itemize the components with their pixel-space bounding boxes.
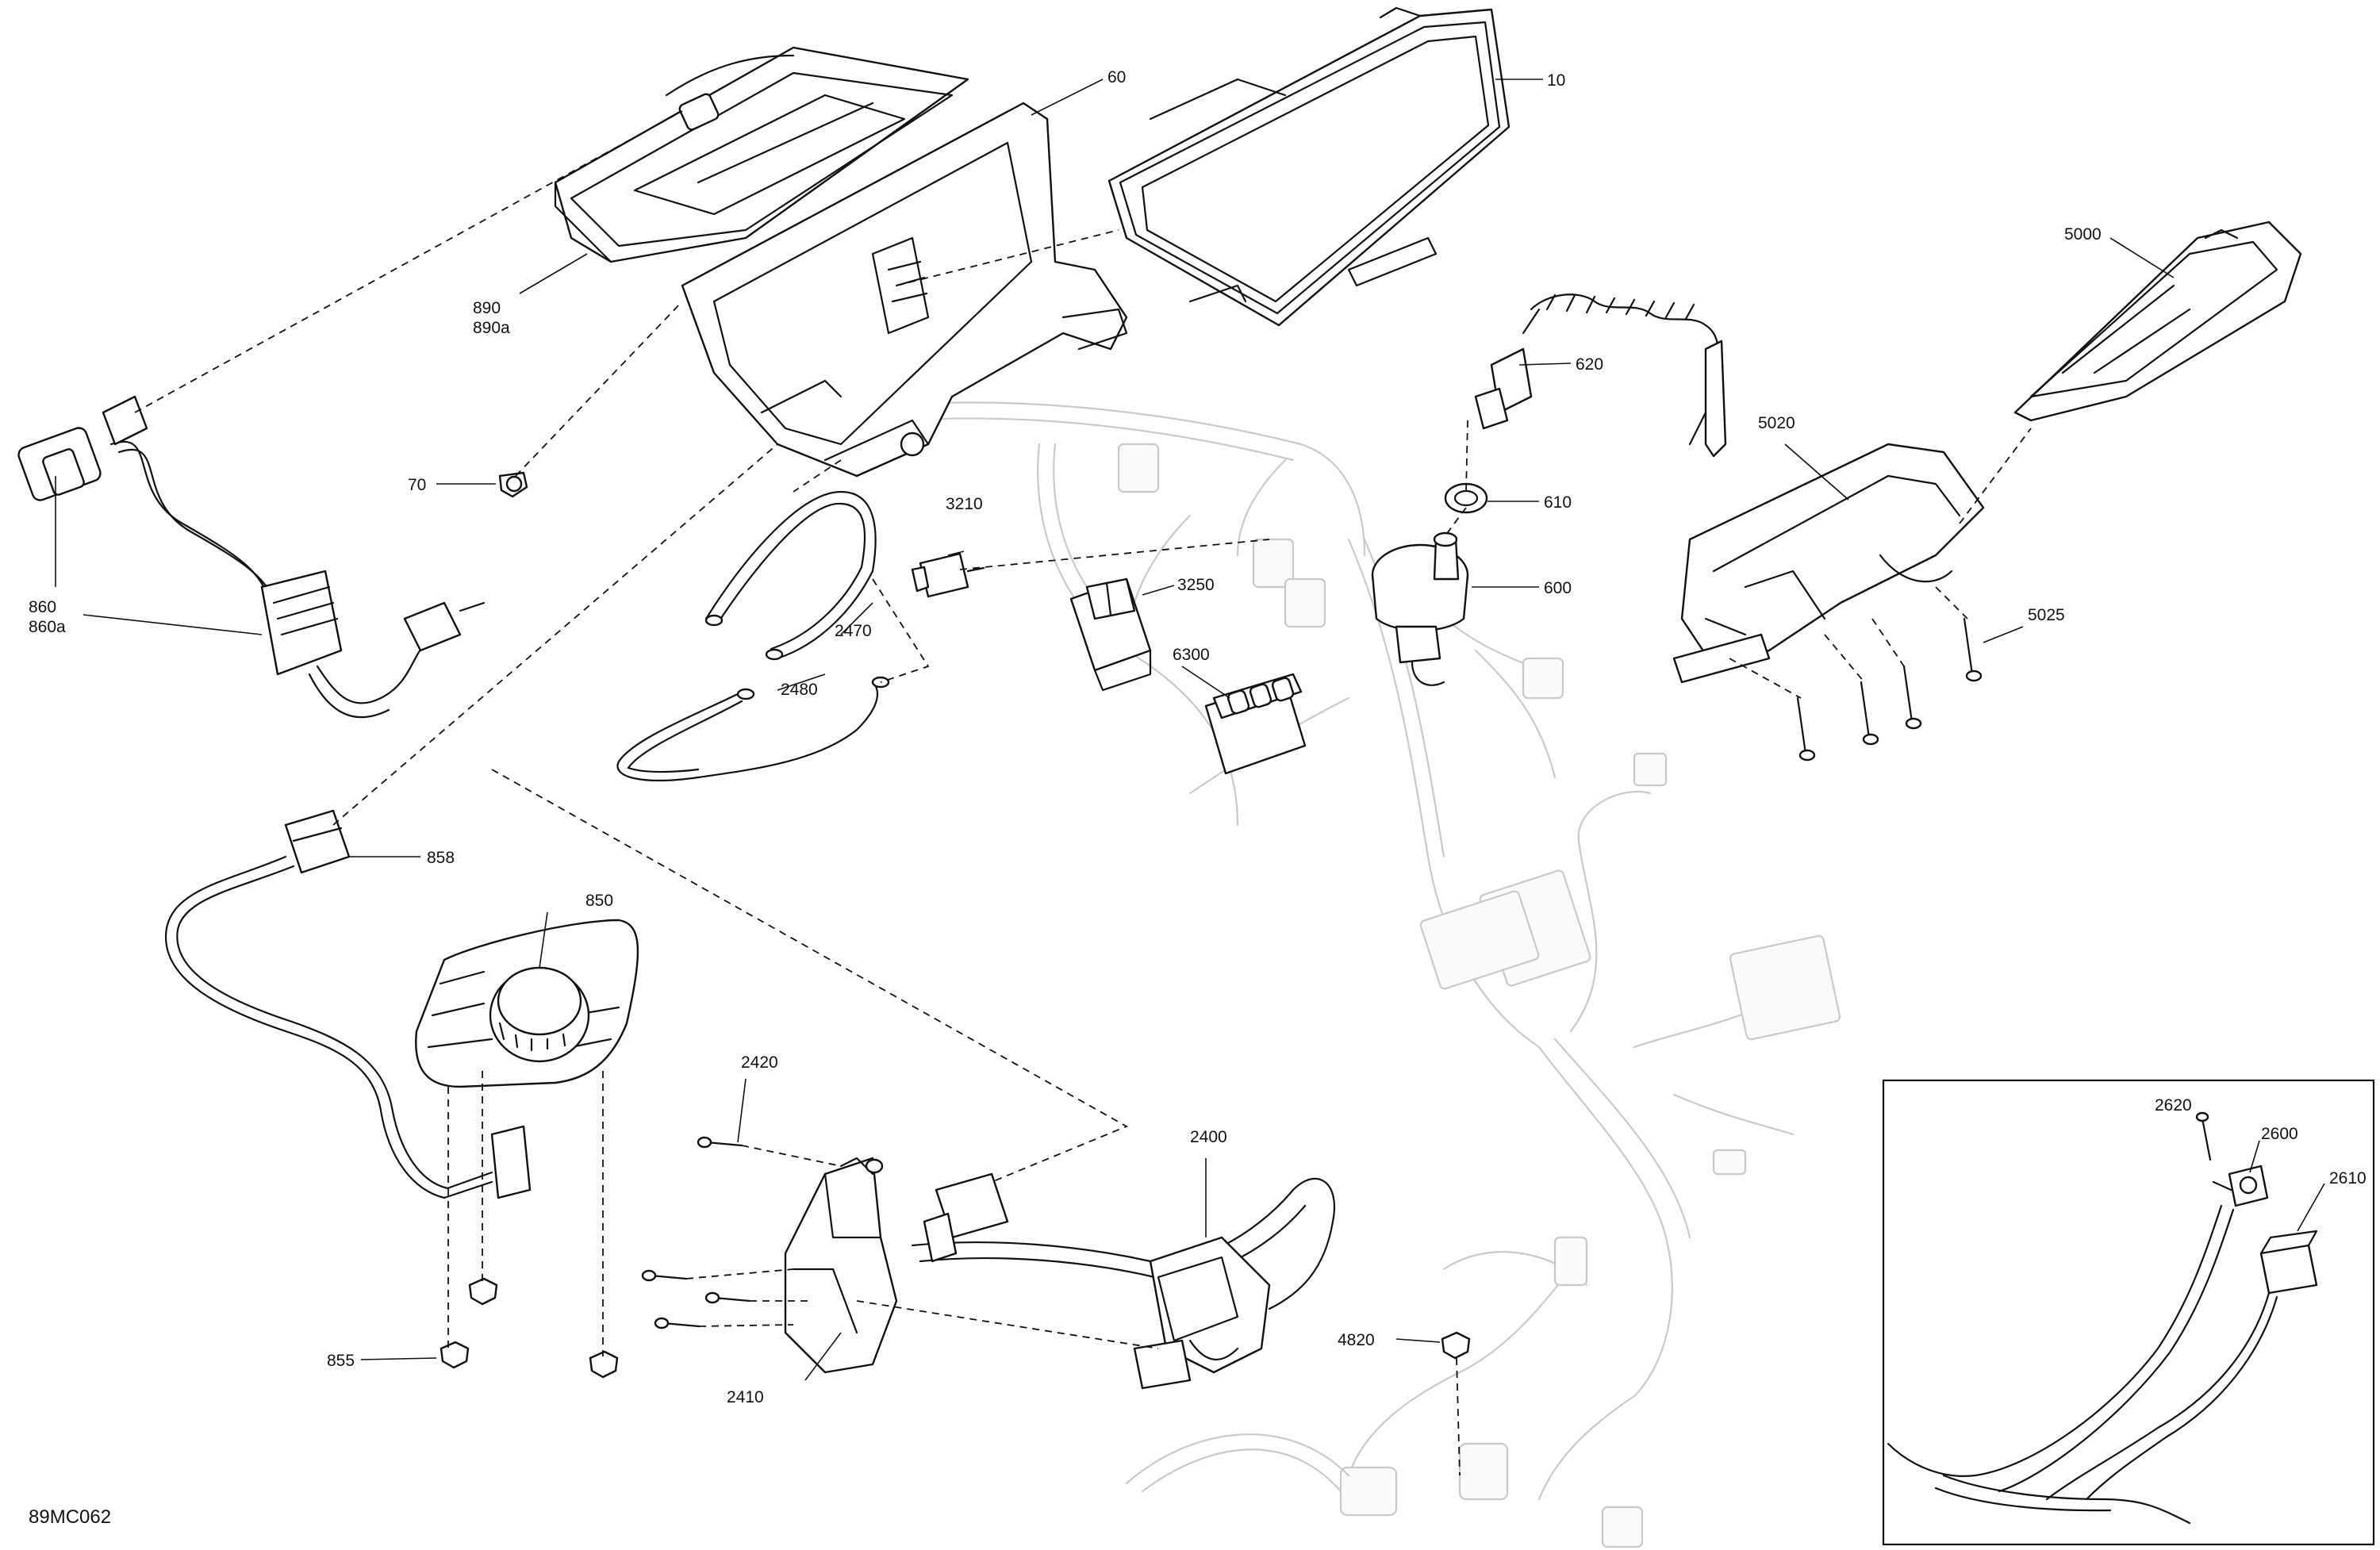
part-2620-screw <box>2195 1111 2212 1161</box>
part-4820-nut <box>1441 1331 1471 1360</box>
callout-70: 70 <box>408 476 426 494</box>
callout-860a: 860a <box>29 618 66 636</box>
callout-2610: 2610 <box>2329 1169 2367 1187</box>
callout-2620: 2620 <box>2155 1096 2192 1115</box>
part-2420-screws <box>641 1136 751 1329</box>
callout-2420: 2420 <box>741 1053 778 1072</box>
callout-858: 858 <box>427 849 455 867</box>
part-620-coiled-key-cord <box>1474 294 1727 458</box>
part-610-retaining-ring <box>1444 482 1488 514</box>
callout-3250: 3250 <box>1177 576 1215 594</box>
part-6300-triple-switch <box>1204 673 1307 775</box>
inset-detail-box: 2620 2600 2610 <box>1882 1079 2375 1546</box>
part-850-control-knob-module <box>415 919 639 1088</box>
part-70-push-rivet <box>498 471 528 498</box>
part-855-nuts <box>440 1277 619 1379</box>
callout-10: 10 <box>1547 71 1565 90</box>
part-5025-screws <box>1796 617 1983 762</box>
part-2480-drain-hose <box>616 676 890 782</box>
callout-60: 60 <box>1107 68 1126 86</box>
callout-850: 850 <box>585 892 613 910</box>
part-2410-switch-bracket <box>784 1157 898 1374</box>
part-600-ignition-switch <box>1371 531 1469 686</box>
callout-2400: 2400 <box>1190 1128 1227 1146</box>
callout-860: 860 <box>29 598 56 616</box>
part-5020-trim-cover <box>1672 443 1985 684</box>
callout-3210: 3210 <box>946 495 983 513</box>
part-2610-connector <box>2259 1230 2318 1295</box>
part-890-cluster-cover <box>554 46 969 263</box>
callout-6300: 6300 <box>1173 646 1210 664</box>
callout-2410: 2410 <box>727 1388 764 1406</box>
callout-labels: 10 60 890 890a 70 860 860a 620 610 600 3… <box>29 68 2102 1406</box>
part-860-harness-adapter <box>17 395 486 719</box>
callout-leader-lines <box>55 79 2175 1381</box>
callout-2600: 2600 <box>2261 1125 2298 1143</box>
assembly-dashed-lines <box>134 110 2032 1476</box>
callout-5000: 5000 <box>2064 225 2102 244</box>
part-10-display-cluster <box>1107 6 1511 327</box>
inset-harness-wires <box>1887 1204 2278 1525</box>
callout-855: 855 <box>327 1352 355 1370</box>
drawing-code: 89MC062 <box>29 1506 111 1528</box>
part-5000-trim-panel <box>2013 221 2302 422</box>
callout-4820: 4820 <box>1338 1331 1375 1349</box>
callout-890a: 890a <box>473 319 510 337</box>
callout-5025: 5025 <box>2028 606 2065 624</box>
part-3250-rocker-switch <box>1069 577 1152 692</box>
callout-620: 620 <box>1576 355 1603 374</box>
callout-2480: 2480 <box>781 681 818 699</box>
part-2470-vent-hose <box>704 490 877 661</box>
callout-610: 610 <box>1544 493 1572 512</box>
part-3210-sensor <box>911 552 985 598</box>
part-858-knob-harness <box>164 809 532 1199</box>
part-2400-handlebar-switch <box>911 1172 1335 1390</box>
part-60-cluster-support-bracket <box>681 102 1128 478</box>
callout-600: 600 <box>1544 579 1572 597</box>
callout-2470: 2470 <box>835 622 872 640</box>
callout-890: 890 <box>473 299 501 317</box>
callout-5020: 5020 <box>1758 414 1795 432</box>
